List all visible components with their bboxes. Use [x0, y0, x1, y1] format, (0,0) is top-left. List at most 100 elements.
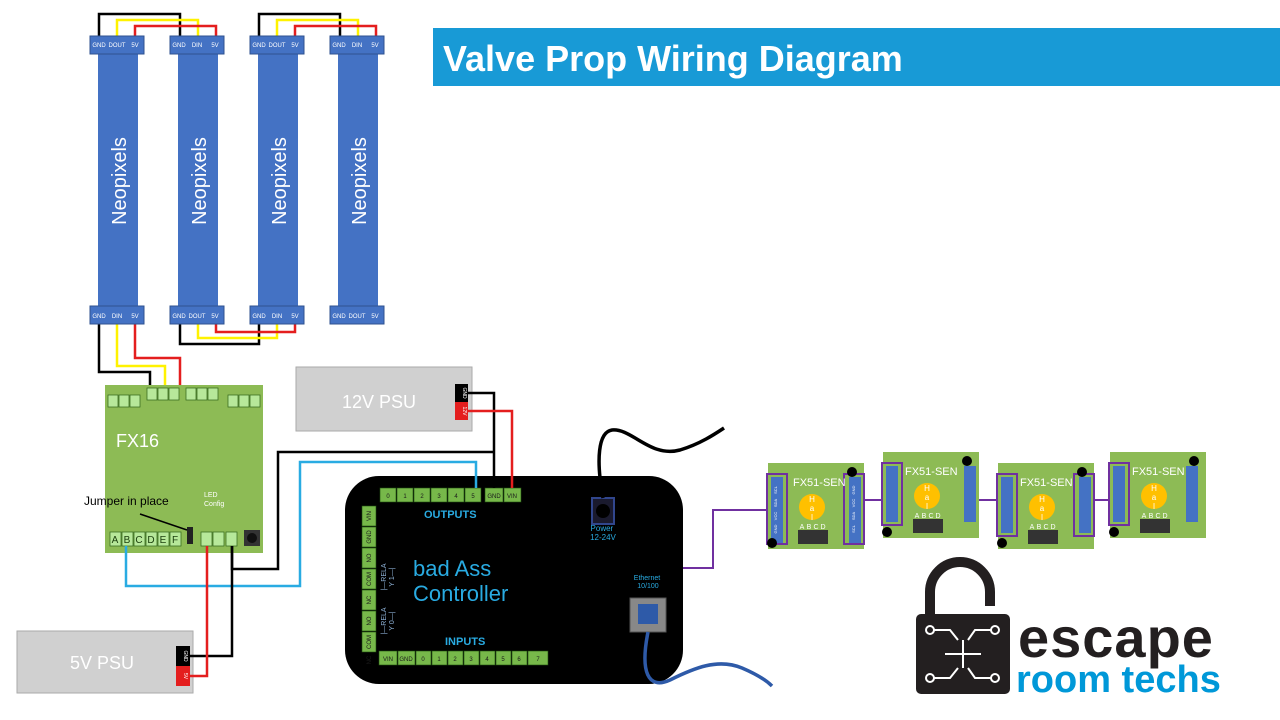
strip-pin-labels: GND DOUT 5V GND DIN 5V GND DIN 5V GND DO… — [92, 43, 378, 320]
dip-letter: A — [915, 513, 920, 520]
page-title: Valve Prop Wiring Diagram — [443, 38, 903, 79]
dip-letter: D — [820, 524, 825, 531]
controller-name-line2: Controller — [413, 581, 508, 606]
relay-pin: GND — [367, 530, 373, 544]
ethernet-label-line: Ethernet — [634, 575, 661, 582]
dip-letter: B — [922, 513, 927, 520]
psu-pin-gnd: GND — [461, 387, 467, 399]
outputs-label: OUTPUTS — [424, 509, 477, 521]
pin-label: DOUT — [349, 314, 366, 320]
fx16-board — [105, 385, 263, 553]
strip-label: Neopixels — [189, 137, 211, 225]
pin-label: 5V — [131, 43, 138, 49]
power-label-line: 12-24V — [590, 533, 616, 542]
pin-label: GND — [332, 314, 346, 320]
sensor-label: FX51-SEN — [793, 477, 846, 489]
controller-board — [345, 476, 683, 684]
hall-letter: l — [1153, 502, 1155, 511]
sensor-pin: GND — [851, 485, 856, 494]
psu-5v-label: 5V PSU — [70, 653, 134, 673]
pin-label: DIN — [272, 314, 282, 320]
sensor-pin: GND — [773, 524, 778, 533]
relay0-label: Y 0—| — [389, 611, 396, 630]
dip-letter: C — [1155, 513, 1160, 520]
pin-label: 5V — [131, 314, 138, 320]
output-pin: 4 — [454, 494, 458, 500]
strip-bottom-wires — [178, 323, 297, 346]
relay0-label: |—RELA — [381, 607, 388, 634]
input-pin: 3 — [469, 657, 473, 663]
sensor-pin: SDA — [773, 499, 778, 508]
input-pin: 1 — [437, 657, 441, 663]
input-pin: 0 — [421, 657, 425, 663]
output-pin: 3 — [437, 494, 441, 500]
dip-letter: B — [807, 524, 812, 531]
psu-12v — [295, 366, 473, 432]
psu-5v — [16, 630, 194, 694]
strip-labels: Neopixels Neopixels Neopixels Neopixels — [109, 137, 371, 225]
pin-label: 5V — [371, 43, 378, 49]
sensor-labels: FX51-SEN FX51-SEN FX51-SEN FX51-SEN — [793, 466, 1185, 489]
neopixel-strip-3 — [249, 35, 305, 325]
input-pin: 4 — [485, 657, 489, 663]
hall-letter: l — [811, 513, 813, 522]
hall-letter: H — [924, 484, 930, 493]
strip-label: Neopixels — [269, 137, 291, 225]
pin-label: DOUT — [269, 43, 286, 49]
relay-pin: NO — [367, 616, 373, 625]
pin-label: 5V — [371, 314, 378, 320]
inputs-label: INPUTS — [445, 636, 485, 648]
sensor-2 — [881, 452, 979, 538]
ethernet-label-line: 10/100 — [637, 583, 659, 590]
sensor-label: FX51-SEN — [1132, 466, 1185, 478]
dip-letter: A — [1030, 524, 1035, 531]
psu-pin-12v: 12V — [461, 407, 467, 417]
pin-label: 5V — [291, 314, 298, 320]
hall-letter: a — [1040, 504, 1045, 513]
pin-label: DOUT — [189, 314, 206, 320]
dip-letter: D — [1162, 513, 1167, 520]
neopixel-strip-2 — [169, 35, 225, 325]
led-config-line: LED — [204, 492, 218, 499]
main-wires — [124, 391, 1110, 688]
pin-label: DIN — [192, 43, 202, 49]
dip-letter: C — [813, 524, 818, 531]
sensor-label: FX51-SEN — [905, 466, 958, 478]
neopixel-strip-4 — [329, 35, 385, 325]
sensor-label: FX51-SEN — [1020, 477, 1073, 489]
dip-letter: B — [1149, 513, 1154, 520]
dip-letter: C — [135, 535, 142, 546]
sensor-boards — [766, 452, 1206, 549]
relay-pin: COM — [367, 635, 373, 649]
fx16-label: FX16 — [116, 431, 159, 451]
dip-letter: A — [112, 535, 119, 546]
sensor-pin: SCL — [773, 485, 778, 494]
dip-letter: F — [172, 535, 178, 546]
pin-label: GND — [92, 314, 106, 320]
fx16-dip-letters: A B C D E F — [112, 535, 178, 546]
relay1-label: |—RELA — [381, 563, 388, 590]
sensor-3 — [996, 463, 1095, 549]
relay-pin: NC — [367, 655, 373, 664]
output-pin: 5 — [471, 494, 475, 500]
pin-label: GND — [92, 43, 106, 49]
input-pin: GND — [399, 657, 413, 663]
psu-pin-gnd: GND — [182, 650, 188, 662]
title-bar: Valve Prop Wiring Diagram — [433, 28, 1280, 86]
pin-label: 5V — [211, 314, 218, 320]
sensor-dip-letters: A B C D A B C D A B C D A B C D — [800, 513, 1168, 531]
dip-letter: B — [124, 535, 131, 546]
dip-letter: C — [1043, 524, 1048, 531]
output-pin: 0 — [386, 494, 390, 500]
pin-label: 5V — [211, 43, 218, 49]
ethernet-label: Ethernet 10/100 — [634, 575, 662, 590]
dip-letter: A — [800, 524, 805, 531]
led-config-label: LED Config — [204, 492, 224, 508]
relay-pin: NO — [367, 553, 373, 562]
logo-icon — [916, 557, 1010, 694]
hall-letter: l — [926, 502, 928, 511]
logo-room-techs-text: room techs — [1016, 659, 1221, 701]
led-config-line: Config — [204, 501, 224, 508]
output-pin: 1 — [403, 494, 407, 500]
strip-to-fx16-wires — [97, 323, 182, 392]
